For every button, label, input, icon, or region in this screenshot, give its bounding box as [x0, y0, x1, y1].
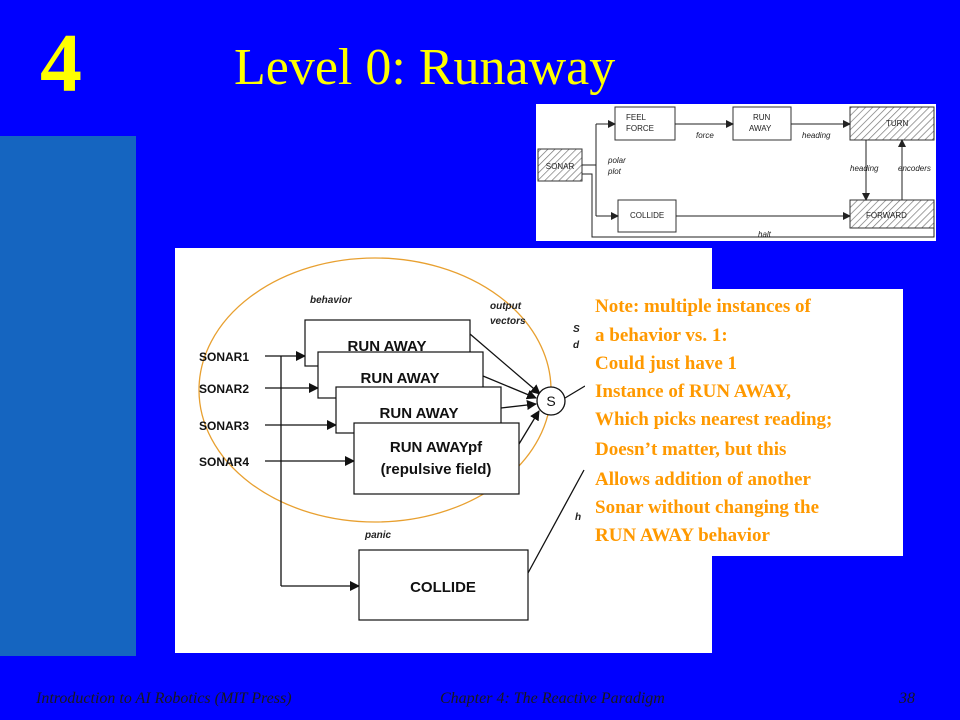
behavior-label: behavior [310, 295, 353, 306]
run-away-label-2: RUN AWAY [361, 370, 440, 387]
note-line-9: RUN AWAY behavior [595, 525, 770, 546]
sum-node [536, 386, 566, 416]
sonar3-label: SONAR3 [199, 419, 249, 433]
slide-title: Level 0: Runaway [234, 39, 616, 96]
footer-chapter-title: Chapter 4: The Reactive Paradigm [440, 690, 665, 707]
partial-label-h: h [575, 512, 581, 523]
sonar4-label: SONAR4 [199, 455, 249, 469]
plot-label: plot [607, 167, 622, 176]
turn-label: TURN [886, 119, 908, 128]
note-line-3: Could just have 1 [595, 353, 737, 374]
partial-label-s: S [573, 324, 580, 335]
repulsive-field-label: (repulsive field) [381, 461, 492, 478]
force-label: force [696, 131, 714, 140]
heading-label-mid: heading [850, 164, 879, 173]
sonar-box [537, 148, 583, 182]
note-line-7: Allows addition of another [595, 469, 811, 490]
output-label-1: output [490, 301, 522, 312]
top-behavior-diagram: SONAR FEEL FORCE RUN AWAY TURN COLLIDE F… [536, 104, 936, 241]
note-line-1: Note: multiple instances of [595, 296, 811, 317]
run-away-pf-label: RUN AWAYpf [390, 439, 483, 456]
run-away-label-3: RUN AWAY [380, 405, 459, 422]
partial-label-d: d [573, 340, 580, 351]
collide-label: COLLIDE [410, 579, 476, 596]
forward-label: FORWARD [866, 211, 907, 220]
run-away-label-2: AWAY [749, 124, 772, 133]
heading-label-top: heading [802, 131, 831, 140]
chapter-number: 4 [40, 17, 82, 110]
turn-box [849, 106, 935, 141]
footer-book-title: Introduction to AI Robotics (MIT Press) [36, 690, 292, 707]
note-box: Note: multiple instances of a behavior v… [585, 289, 903, 556]
sonar-label: SONAR [546, 162, 575, 171]
collide-box-small [617, 199, 677, 233]
feel-force-box [614, 106, 676, 141]
sum-node-label: S [546, 393, 555, 409]
note-line-4: Instance of RUN AWAY, [595, 381, 792, 402]
note-line-2: a behavior vs. 1: [595, 325, 728, 346]
sidebar-panel [0, 136, 136, 656]
run-away-pf-box [353, 422, 520, 495]
feel-force-label-2: FORCE [626, 124, 654, 133]
panic-label: panic [364, 530, 392, 541]
note-line-5: Which picks nearest reading; [595, 409, 833, 430]
note-line-8: Sonar without changing the [595, 497, 820, 518]
run-away-label-1: RUN [753, 113, 771, 122]
encoders-label: encoders [898, 164, 931, 173]
sonar2-label: SONAR2 [199, 382, 249, 396]
halt-label: halt [758, 230, 772, 239]
collide-label-small: COLLIDE [630, 211, 664, 220]
feel-force-label-1: FEEL [626, 113, 647, 122]
run-away-label-1: RUN AWAY [348, 338, 427, 355]
collide-box [358, 549, 529, 621]
polar-label: polar [607, 156, 626, 165]
note-line-6: Doesn’t matter, but this [595, 439, 787, 460]
sonar1-label: SONAR1 [199, 350, 249, 364]
footer-page-number: 38 [899, 690, 915, 707]
output-label-2: vectors [490, 316, 526, 327]
run-away-box [732, 106, 792, 141]
